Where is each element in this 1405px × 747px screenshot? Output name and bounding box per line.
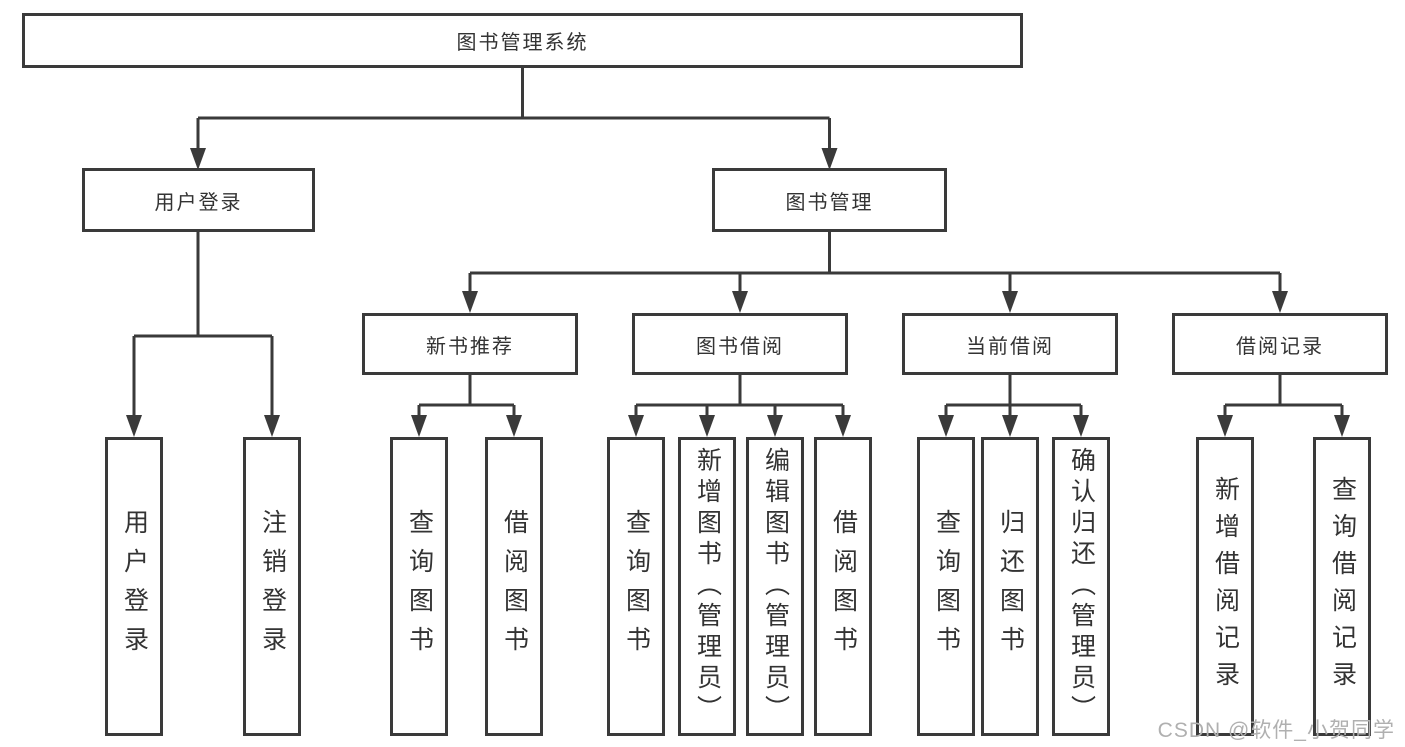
node-borrow-record: 借阅记录 [1172,313,1388,375]
node-label: 编辑图书（管理员） [761,447,790,726]
leaf-logout: 注销登录 [243,437,301,736]
node-label: 注销登录 [258,508,287,665]
node-label: 查询借阅记录 [1328,475,1357,698]
node-new-book-recommend: 新书推荐 [362,313,578,375]
leaf-add-books-admin: 新增图书（管理员） [678,437,736,736]
node-label: 查询图书 [932,508,961,665]
node-label: 确认归还（管理员） [1067,447,1096,726]
leaf-borrow-books: 借阅图书 [814,437,872,736]
node-label: 借阅记录 [1236,335,1324,358]
node-label: 新书推荐 [426,335,514,358]
connector-borrow-to-leaves [628,375,851,437]
node-label: 查询图书 [622,508,651,665]
leaf-borrow-books: 借阅图书 [485,437,543,736]
node-book-borrow: 图书借阅 [632,313,848,375]
node-book-management: 图书管理 [712,168,947,232]
connector-root-to-level2 [190,68,838,170]
connector-login-to-leaves [126,232,280,437]
node-label: 图书借阅 [696,335,784,358]
node-label: 当前借阅 [966,335,1054,358]
node-label: 借阅图书 [829,508,858,665]
csdn-watermark: CSDN @软件_小贺同学 [1157,719,1395,742]
connector-bookmgmt-to-level3 [462,232,1288,313]
leaf-query-books: 查询图书 [607,437,665,736]
node-label: 借阅图书 [500,508,529,665]
connector-current-to-leaves [938,375,1089,437]
leaf-edit-books-admin: 编辑图书（管理员） [746,437,804,736]
leaf-return-books: 归还图书 [981,437,1039,736]
leaf-user-login: 用户登录 [105,437,163,736]
node-label: 新增图书（管理员） [693,447,722,726]
leaf-query-borrow-record: 查询借阅记录 [1313,437,1371,736]
leaf-add-borrow-record: 新增借阅记录 [1196,437,1254,736]
node-library-management-system: 图书管理系统 [22,13,1023,68]
leaf-confirm-return-admin: 确认归还（管理员） [1052,437,1110,736]
node-label: 图书管理 [785,191,874,214]
connector-recommend-to-leaves [411,375,522,437]
leaf-query-books: 查询图书 [917,437,975,736]
node-label: 用户登录 [154,191,243,214]
node-label: 用户登录 [120,508,149,665]
connector-record-to-leaves [1217,375,1350,437]
node-label: 新增借阅记录 [1211,475,1240,698]
node-current-borrow: 当前借阅 [902,313,1118,375]
node-label: 图书管理系统 [456,32,589,54]
node-label: 查询图书 [405,508,434,665]
node-label: 归还图书 [996,508,1025,665]
leaf-query-books: 查询图书 [390,437,448,736]
node-user-login: 用户登录 [82,168,315,232]
